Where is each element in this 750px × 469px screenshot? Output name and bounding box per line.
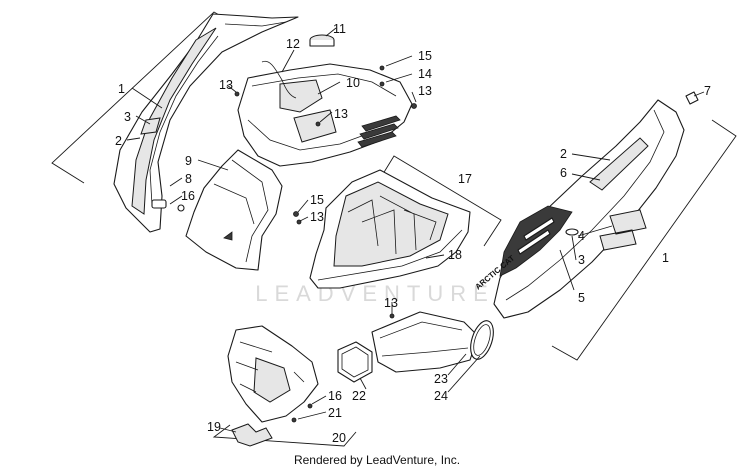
- callout-20: 20: [332, 431, 346, 445]
- callout-13-upper-right: 15: [418, 49, 432, 63]
- clip-14: [379, 81, 385, 87]
- callout-19: 19: [207, 420, 221, 434]
- intake-clamp-24: [470, 320, 494, 360]
- screw-13-b: [379, 65, 385, 71]
- callout-23: 23: [434, 372, 448, 386]
- right-side-panel: [493, 99, 685, 319]
- fastener-15-tray: [293, 211, 299, 217]
- bracket-part-20: [212, 424, 357, 447]
- intake-duct-23: [371, 311, 479, 373]
- grille-opening: [253, 357, 291, 403]
- wiring-harness-part-12: [261, 60, 297, 99]
- bracket-part-19: [231, 423, 273, 447]
- callout-24: 24: [434, 389, 448, 403]
- callout-1-right: 1: [662, 251, 669, 265]
- left-panel-inner-strip: [131, 27, 217, 215]
- intake-seal-inner: [341, 346, 369, 378]
- callout-labels: 1 3 2 8 16 9 12 11 13 15 14 10 13 13 15 …: [115, 22, 711, 445]
- callout-13-tray: 13: [310, 210, 324, 224]
- hood-body-crease: [213, 159, 269, 263]
- callout-12: 12: [286, 37, 300, 51]
- callout-3-left: 3: [124, 110, 131, 124]
- fastener-21: [291, 417, 297, 423]
- callout-10: 10: [346, 76, 360, 90]
- render-credit: Rendered by LeadVenture, Inc.: [294, 453, 460, 467]
- callout-16-left: 16: [181, 189, 195, 203]
- callout-15-tray: 15: [310, 193, 324, 207]
- gauge-cap-body: [309, 40, 335, 47]
- fastener-16-left: [177, 204, 185, 212]
- callout-5: 5: [578, 291, 585, 305]
- callout-6: 6: [560, 166, 567, 180]
- callout-13-lower: 13: [384, 296, 398, 310]
- callout-11: 11: [333, 22, 346, 36]
- callout-1-left: 1: [118, 82, 125, 96]
- grille-ribs: [235, 341, 305, 393]
- intake-duct-edge: [379, 321, 469, 357]
- bracket-part-17: [377, 155, 502, 247]
- callout-2-right: 2: [560, 147, 567, 161]
- screw-13-a: [234, 91, 240, 97]
- right-panel-badge-3: [565, 228, 579, 236]
- callout-2-left: 2: [115, 134, 122, 148]
- left-panel-trim-line: [149, 21, 287, 206]
- bracket-part-1-right: [551, 119, 737, 361]
- clip-15-upper: [411, 103, 417, 109]
- callout-18: 18: [448, 248, 462, 262]
- right-panel-graphic-stripes: [517, 217, 555, 255]
- dash-vent-slats: [357, 115, 401, 148]
- screw-13-c: [315, 121, 321, 127]
- leader-lines: [126, 27, 705, 433]
- clip-7: [685, 91, 699, 105]
- callout-7: 7: [704, 84, 711, 98]
- callout-4: 4: [578, 229, 585, 243]
- callout-3-right: 3: [578, 253, 585, 267]
- right-panel-decal-4: [599, 209, 647, 251]
- callout-13-upper-left: 13: [219, 78, 233, 92]
- callout-15-upper: 13: [418, 84, 432, 98]
- callout-13-dash: 13: [334, 107, 348, 121]
- intake-clamp-inner: [473, 324, 491, 356]
- intake-seal-22: [337, 341, 373, 383]
- right-panel-crease: [505, 109, 665, 301]
- callout-16-lower: 16: [328, 389, 342, 403]
- dash-gauge-recess: [279, 79, 323, 113]
- fastener-16-lower: [307, 403, 313, 409]
- callout-22: 22: [352, 389, 366, 403]
- right-panel-strip-6: [589, 137, 649, 191]
- screw-13-lower: [389, 313, 395, 319]
- callout-14: 14: [418, 67, 432, 81]
- left-panel-badge: [151, 199, 167, 209]
- hood-arrow-marker: [223, 231, 233, 241]
- callout-9: 9: [185, 154, 192, 168]
- callout-21: 21: [328, 406, 342, 420]
- tray-lip: [317, 229, 463, 281]
- callout-8: 8: [185, 172, 192, 186]
- tray-inner-well: [333, 181, 449, 267]
- tray-ribs: [347, 195, 437, 255]
- watermark: LEADVENTURE: [255, 281, 495, 306]
- callout-17: 17: [458, 172, 472, 186]
- front-hood-body: [185, 149, 283, 271]
